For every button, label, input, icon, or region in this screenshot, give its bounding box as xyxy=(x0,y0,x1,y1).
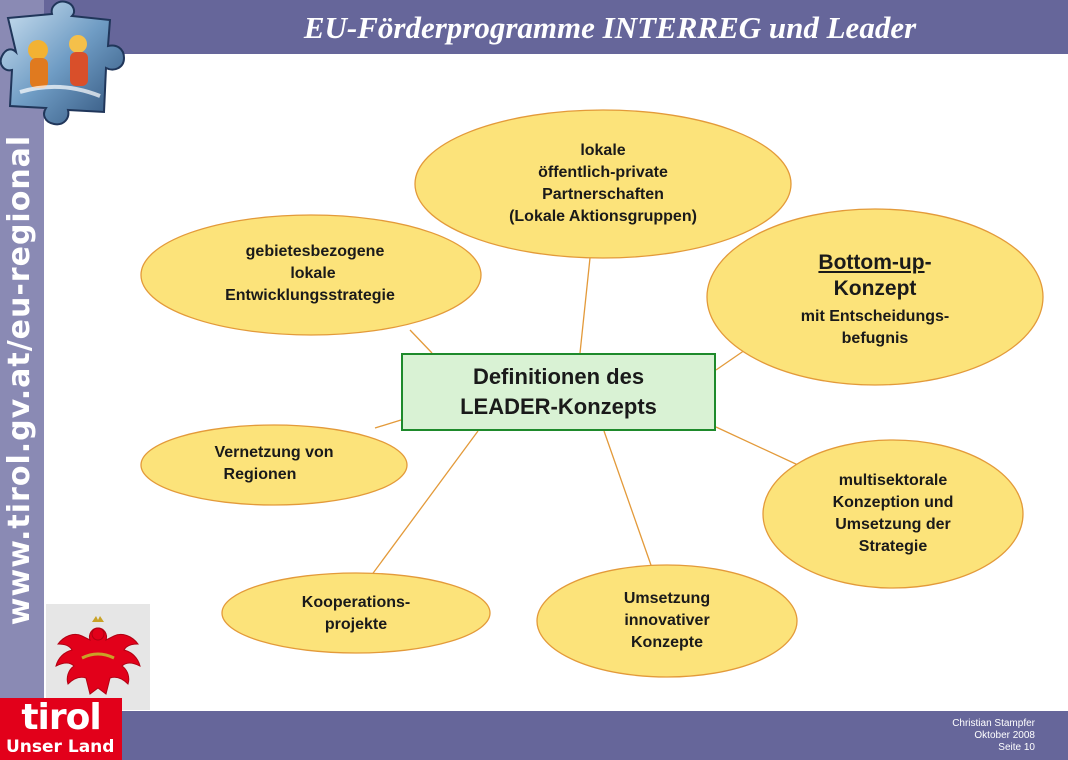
node-partnerschaften: lokale öffentlich-private Partnerschafte… xyxy=(425,124,781,244)
node-bottom-up: Bottom-up- Konzept mit Entscheidungs- be… xyxy=(728,240,1022,360)
sidebar-bar xyxy=(0,0,44,760)
header-bar xyxy=(0,0,1068,54)
node-innovation: Umsetzung innovativer Konzepte xyxy=(560,585,774,657)
node-line: projekte xyxy=(324,616,388,633)
connector-bottom-up xyxy=(715,349,746,371)
footer-author: Christian Stampfer xyxy=(952,718,1035,729)
center-concept-box: Definitionen des LEADER-Konzepts xyxy=(401,353,716,431)
tyrolean-eagle-icon xyxy=(55,616,141,695)
node-entwicklungsstrategie-shape xyxy=(140,214,482,336)
node-multisektorale: multisektorale Konzeption und Umsetzung … xyxy=(775,464,1011,564)
center-line: LEADER-Konzepts xyxy=(460,394,657,419)
node-line: Kooperations- xyxy=(301,594,411,611)
node-line: Partnerschaften xyxy=(542,186,664,203)
node-line: Umsetzung xyxy=(623,590,711,607)
node-line: Regionen xyxy=(223,466,297,483)
node-kooperation: Kooperations- projekte xyxy=(232,590,480,638)
node-kooperation-shape xyxy=(221,572,491,654)
footer-bar xyxy=(0,711,1068,760)
slide-title: EU-Förderprogramme INTERREG und Leader xyxy=(303,10,917,45)
node-line: öffentlich-private xyxy=(538,164,668,181)
node-line: lokale xyxy=(580,142,626,159)
node-line: (Lokale Aktionsgruppen) xyxy=(509,208,697,225)
node-line: Entwicklungsstrategie xyxy=(225,287,395,304)
connector-multisektorale xyxy=(715,426,799,466)
node-line: gebietesbezogene xyxy=(245,243,385,260)
bottom-up-title-main: Bottom-up xyxy=(818,251,925,274)
tirol-logo-subtitle: Unser Land xyxy=(6,737,115,757)
node-line: befugnis xyxy=(841,330,909,347)
connector-innovation xyxy=(603,430,653,569)
connector-kooperation xyxy=(367,430,479,581)
node-vernetzung: Vernetzung von Regionen xyxy=(150,440,398,488)
connector-entwicklungsstrategie xyxy=(409,329,433,354)
node-line: mit Entscheidungs- xyxy=(800,308,950,325)
node-line: multisektorale xyxy=(838,472,948,489)
node-line: Umsetzung der xyxy=(835,516,951,533)
puzzle-image-icon xyxy=(0,0,126,126)
node-line: Konzeption und xyxy=(832,494,954,511)
node-line: innovativer xyxy=(624,612,710,629)
connector-vernetzung xyxy=(374,419,402,429)
bottom-up-title-line2: Konzept xyxy=(833,277,917,300)
node-line: Konzepte xyxy=(631,634,703,651)
center-line: Definitionen des xyxy=(472,364,645,389)
node-line: lokale xyxy=(290,265,336,282)
node-line: Vernetzung von xyxy=(214,444,334,461)
connector-partnerschaften xyxy=(579,257,591,354)
footer-page: Seite 10 xyxy=(998,742,1035,753)
tirol-logo[interactable] xyxy=(0,698,122,760)
node-multisektorale-shape xyxy=(762,439,1024,589)
footer-info: Christian Stampfer Oktober 2008 Seite 10 xyxy=(880,718,1035,754)
node-entwicklungsstrategie: gebietesbezogene lokale Entwicklungsstra… xyxy=(160,232,460,316)
node-partnerschaften-shape xyxy=(414,109,792,259)
node-bottom-up-shape xyxy=(706,208,1044,386)
tirol-logo-word: tirol xyxy=(21,697,101,738)
bottom-up-title: Bottom-up- xyxy=(818,250,931,276)
node-line: Strategie xyxy=(858,538,928,555)
node-innovation-shape xyxy=(536,564,798,678)
node-vernetzung-shape xyxy=(140,424,408,506)
footer-date: Oktober 2008 xyxy=(974,730,1035,741)
bottom-up-title-dash: - xyxy=(924,251,932,274)
